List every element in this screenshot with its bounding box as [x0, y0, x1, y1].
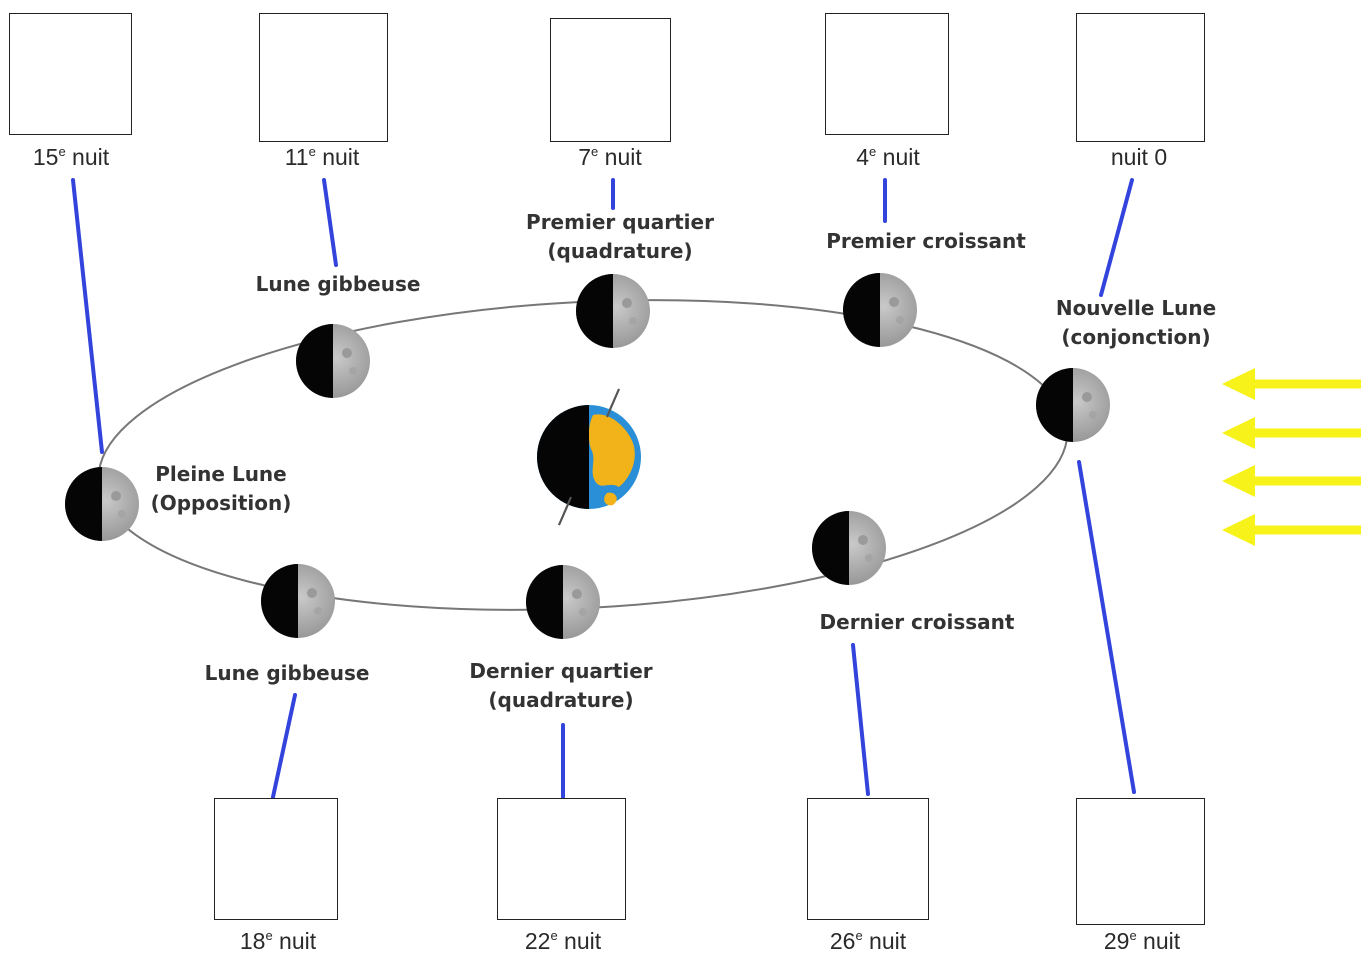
answer-box-4[interactable] — [825, 13, 949, 135]
night-label-7: 7e nuit — [578, 144, 642, 170]
moon-dernier-quartier — [526, 565, 600, 639]
moon-dernier-croissant — [812, 511, 886, 585]
night-label-4: 4e nuit — [856, 144, 920, 170]
connector-lines — [71, 178, 1136, 799]
connector-29 — [1077, 460, 1136, 794]
phase-name: Premier croissant — [826, 229, 1026, 253]
answer-box-15[interactable] — [9, 13, 132, 135]
phase-label-dernier-croissant: Dernier croissant — [820, 608, 1015, 637]
phase-name: Premier quartier — [526, 210, 714, 234]
answer-box-7[interactable] — [550, 18, 671, 142]
phase-subtitle: (conjonction) — [1061, 325, 1211, 349]
phase-name: Pleine Lune — [155, 462, 287, 486]
phase-label-premier-croissant: Premier croissant — [826, 227, 1026, 256]
sunlight-arrow — [1222, 465, 1361, 497]
sunlight-arrow — [1222, 417, 1361, 449]
phase-label-premier-quartier: Premier quartier (quadrature) — [526, 208, 714, 266]
night-label-22: 22e nuit — [524, 928, 602, 954]
phase-label-pleine-lune: Pleine Lune (Opposition) — [151, 460, 292, 518]
phase-label-gibbeuse-haut: Lune gibbeuse — [256, 270, 421, 299]
night-label-11: 11e nuit — [284, 144, 360, 170]
sunlight-arrows — [1222, 368, 1361, 546]
phase-name: Dernier quartier — [469, 659, 653, 683]
sunlight-arrow — [1222, 514, 1361, 546]
moon-premier-croissant — [843, 273, 917, 347]
phase-label-gibbeuse-bas: Lune gibbeuse — [205, 659, 370, 688]
moon-premier-quartier — [576, 274, 650, 348]
connector-11 — [322, 178, 338, 267]
night-label-29: 29e nuit — [1103, 928, 1181, 954]
connector-15 — [71, 178, 104, 454]
earth — [537, 388, 641, 526]
night-label-0: nuit 0 — [1110, 144, 1168, 170]
moon-nouvelle-lune — [1036, 368, 1110, 442]
answer-box-22[interactable] — [497, 798, 626, 920]
answer-box-0[interactable] — [1076, 13, 1205, 142]
answer-box-29[interactable] — [1076, 798, 1205, 925]
phase-label-nouvelle-lune: Nouvelle Lune (conjonction) — [1056, 294, 1216, 352]
night-label-18: 18e nuit — [239, 928, 317, 954]
phase-name: Lune gibbeuse — [204, 661, 370, 685]
answer-box-11[interactable] — [259, 13, 388, 142]
connector-0 — [1099, 178, 1134, 297]
moons — [65, 273, 1110, 639]
sunlight-arrow — [1222, 368, 1361, 400]
night-label-15: 15e nuit — [32, 144, 110, 170]
night-label-26: 26e nuit — [829, 928, 907, 954]
phase-subtitle: (quadrature) — [488, 688, 634, 712]
answer-box-26[interactable] — [807, 798, 929, 920]
moon-gibbeuse-haut — [296, 324, 370, 398]
phase-name: Nouvelle Lune — [1055, 296, 1217, 320]
moon-gibbeuse-bas — [261, 564, 335, 638]
phase-name: Lune gibbeuse — [255, 272, 421, 296]
phase-label-dernier-quartier: Dernier quartier (quadrature) — [469, 657, 652, 715]
phase-subtitle: (quadrature) — [547, 239, 693, 263]
connector-26 — [851, 643, 870, 796]
phase-name: Dernier croissant — [819, 610, 1015, 634]
moon-pleine-lune — [65, 467, 139, 541]
phase-subtitle: (Opposition) — [150, 491, 292, 515]
answer-box-18[interactable] — [214, 798, 338, 920]
connector-18 — [271, 693, 297, 799]
